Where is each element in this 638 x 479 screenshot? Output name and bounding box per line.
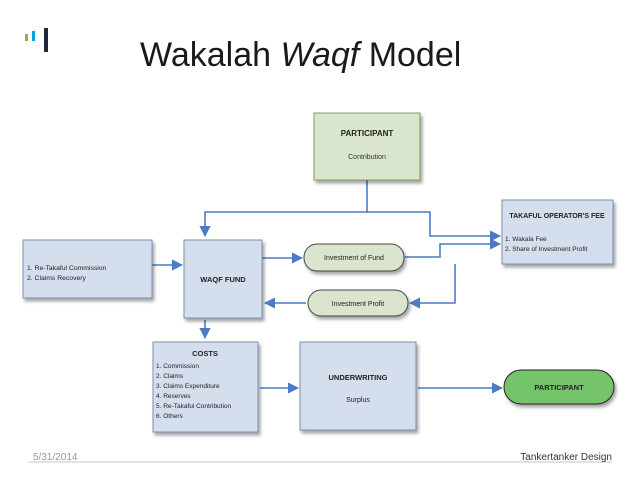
investment-profit-title: Investment Profit [332, 301, 385, 308]
brand-logo-icon [25, 28, 48, 52]
underwriting-box [299, 341, 417, 431]
retakaful-line1: 1. Re-Takaful Commission [27, 265, 107, 272]
connector-arrows [152, 180, 504, 394]
slide-title: Wakalah Waqf Model [140, 36, 461, 75]
retakaful-box [22, 239, 153, 299]
costs-item: 3. Claims Expenditure [156, 383, 220, 390]
waqf-fund-title: WAQF FUND [200, 275, 246, 284]
costs-item: 1. Commission [156, 363, 199, 370]
slide-date: 5/31/2014 [33, 452, 78, 463]
arrow-participant-to-waqf [199, 180, 368, 238]
operator-fee-title: TAKAFUL OPERATOR'S FEE [509, 213, 605, 220]
investment-fund-title: Investment of Fund [324, 255, 384, 262]
participant-top-title: PARTICIPANT [341, 129, 394, 138]
participant-bottom-title: PARTICIPANT [534, 383, 584, 392]
retakaful-line2: 2. Claims Recovery [27, 275, 87, 282]
title-part1: Wakalah [140, 36, 272, 74]
participant-top-box [313, 112, 421, 181]
participant-top-sub: Contribution [348, 154, 386, 161]
title-italic: Waqf [280, 36, 360, 74]
costs-item: 4. Reserves [156, 393, 191, 400]
underwriting-sub: Surplus [346, 397, 370, 404]
operator-fee-line2: 2. Share of Investment Profit [505, 246, 588, 253]
costs-item: 6. Others [156, 413, 183, 420]
investment-profit-pill [307, 289, 409, 317]
arrow-fee-to-profit [408, 264, 456, 309]
participant-bottom-pill [503, 369, 615, 405]
underwriting-title: UNDERWRITING [328, 373, 387, 382]
operator-fee-line1: 1. Wakala Fee [505, 236, 547, 243]
costs-title: COSTS [192, 349, 218, 358]
operator-fee-box [501, 199, 614, 265]
investment-fund-pill [303, 243, 405, 272]
title-part2: Model [368, 36, 462, 74]
costs-item: 5. Re-Takaful Contribution [156, 403, 232, 410]
arrow-participant-to-fee [367, 211, 502, 242]
arrow-investment-to-fee [405, 238, 502, 258]
slide-brand: Tankertanker Design [520, 452, 612, 463]
costs-box [152, 341, 259, 433]
costs-item: 2. Claims [156, 373, 184, 380]
waqf-fund-box [183, 239, 263, 319]
